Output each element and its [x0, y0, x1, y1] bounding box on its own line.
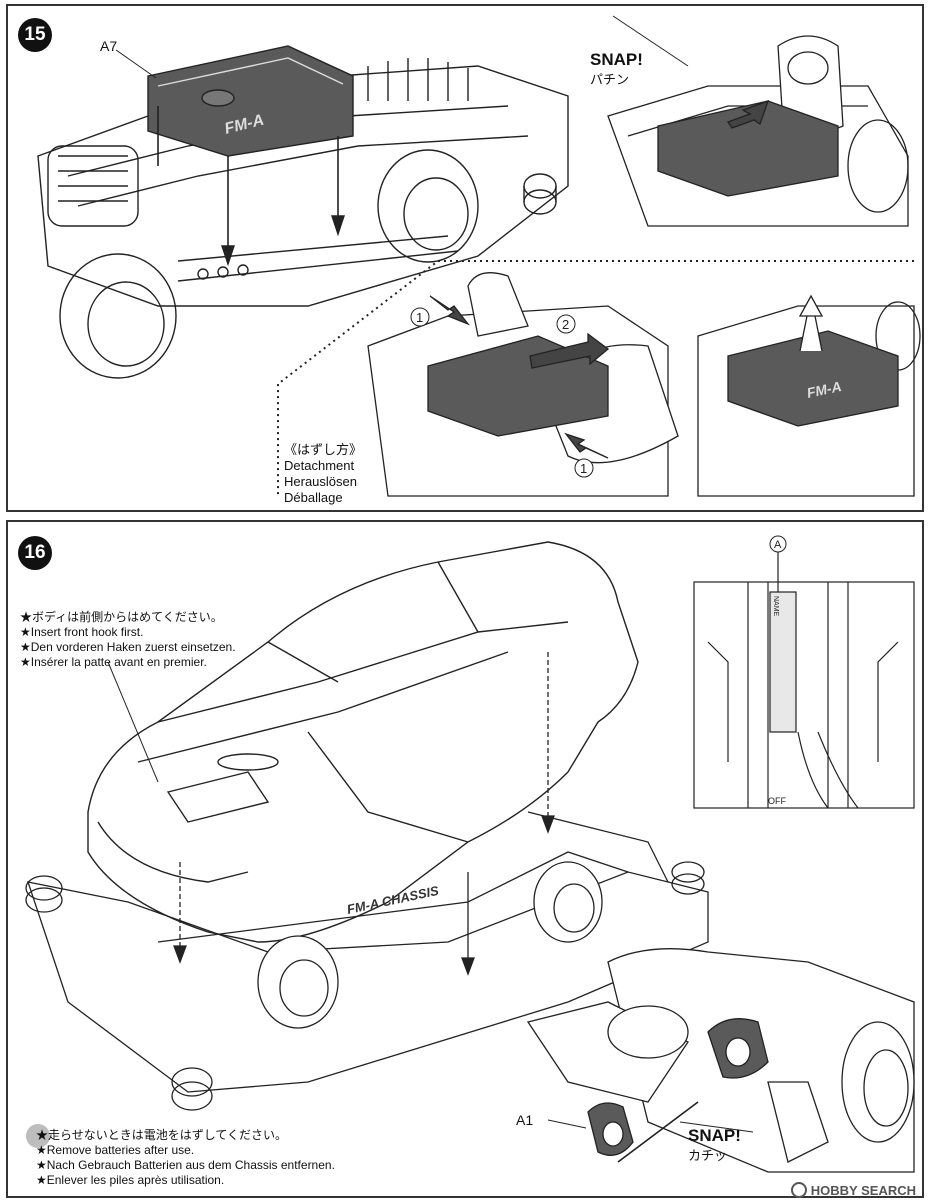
rear-wheel: [377, 149, 479, 263]
push-arrow: [727, 99, 770, 129]
part-a7: [147, 45, 354, 267]
snap-text-jp-16: カチッ: [688, 1148, 728, 1163]
battery-notes: ★走らせないときは電池をはずしてください。 ★Remove batteries …: [36, 1128, 335, 1188]
car-body: [87, 541, 639, 943]
detachment-de: Herauslösen: [284, 474, 357, 489]
step-16-illustration: FM-A CHASSIS A NAME OFF: [25, 535, 915, 1173]
detachment-label: 《はずし方》 Detachment Herauslösen Déballage: [284, 442, 362, 506]
step-15-number: 15: [18, 18, 52, 52]
svg-text:1: 1: [416, 310, 423, 325]
battery-note-de: ★Nach Gebrauch Batterien aus dem Chassis…: [36, 1158, 335, 1172]
detachment-jp: 《はずし方》: [284, 442, 363, 457]
front-hook-note-de: ★Den vorderen Haken zuerst einsetzen.: [20, 640, 236, 654]
watermark: HOBBY SEARCH: [790, 1182, 916, 1198]
front-wheel-16: [257, 935, 339, 1029]
part-a1: [587, 1018, 769, 1156]
part-label-a1: A1: [516, 1112, 534, 1128]
front-hook-note-jp: ★ボディは前側からはめてください。: [20, 610, 223, 624]
detach-part-2: [727, 294, 899, 427]
front-hook-notes: ★ボディは前側からはめてください。 ★Insert front hook fir…: [20, 610, 236, 670]
step-16-panel: 16 FM-A CHASSIS: [6, 520, 924, 1198]
detachment-en: Detachment: [284, 458, 355, 473]
snap-label-16: SNAP! カチッ: [688, 1126, 741, 1166]
chassis-16: [25, 811, 709, 1111]
chassis-logo-2: FM-A: [805, 378, 843, 401]
inset-a: [693, 550, 915, 809]
snap-label-15: SNAP! パチン: [590, 50, 643, 90]
front-wheel: [59, 253, 177, 379]
fit-arrows: [173, 652, 555, 976]
snap-part-15: [657, 99, 839, 197]
svg-text:NAME: NAME: [772, 596, 779, 617]
detach-part-1: [427, 295, 610, 459]
front-hook-note-en: ★Insert front hook first.: [20, 625, 144, 639]
hobby-search-logo-icon: [790, 1182, 807, 1198]
notes-gray-dot: [26, 1124, 50, 1148]
svg-text:2: 2: [562, 317, 569, 332]
snap-text-en: SNAP!: [590, 50, 643, 69]
detachment-fr: Déballage: [284, 490, 343, 505]
rear-wheel-16: [533, 861, 603, 943]
step-15-panel: 15: [6, 4, 924, 512]
snap-text-jp: パチン: [590, 72, 630, 87]
svg-text:A: A: [774, 539, 782, 551]
svg-text:1: 1: [580, 461, 587, 476]
svg-text:OFF: OFF: [768, 796, 786, 806]
part-label-a7: A7: [100, 38, 118, 54]
watermark-text: HOBBY SEARCH: [810, 1182, 916, 1198]
front-hook-note-fr: ★Insérer la patte avant en premier.: [20, 655, 207, 669]
battery-note-en: ★Remove batteries after use.: [36, 1143, 195, 1157]
step-15-illustration: FM-A 1: [37, 15, 921, 497]
snap-text-en-16: SNAP!: [688, 1126, 741, 1145]
step-16-number: 16: [18, 536, 52, 570]
battery-note-fr: ★Enlever les piles après utilisation.: [36, 1173, 225, 1187]
battery-note-jp: ★走らせないときは電池をはずしてください。: [36, 1128, 288, 1142]
detachment-divider: [277, 260, 914, 496]
